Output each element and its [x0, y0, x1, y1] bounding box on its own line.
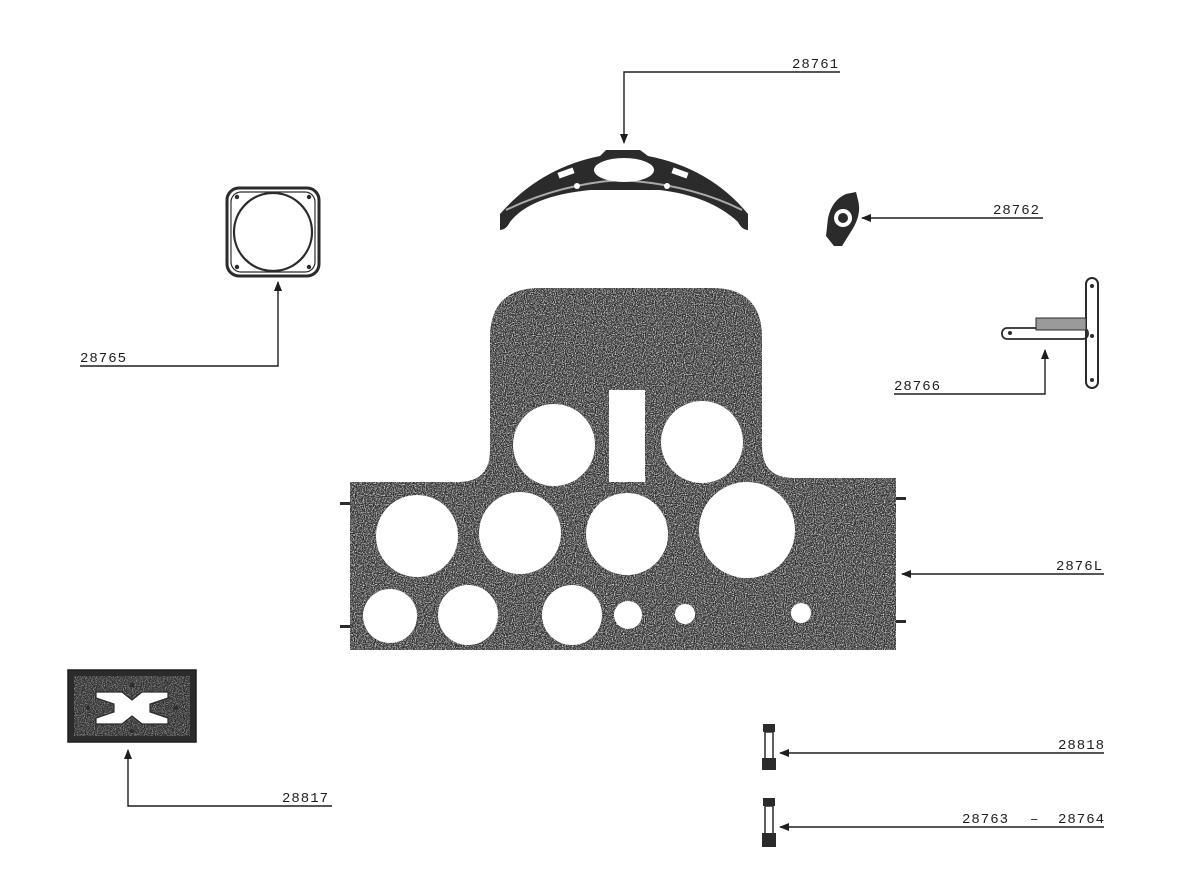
- label-28766: 28766: [894, 379, 941, 395]
- label-28765: 28765: [80, 351, 127, 367]
- label-2876L: 2876L: [1056, 559, 1103, 575]
- panel-studs: [340, 497, 906, 628]
- label-28818: 28818: [1058, 738, 1105, 754]
- square-bezel-part: [225, 186, 321, 278]
- instrument-panel-part: [340, 288, 906, 650]
- t-bracket-part: [1001, 277, 1099, 389]
- short-bolt-part: [762, 724, 776, 770]
- leader-28766: [894, 349, 1049, 395]
- label-28761: 28761: [792, 57, 839, 73]
- label-28762: 28762: [993, 203, 1040, 219]
- support-plate-part: [67, 669, 197, 743]
- long-bolt-part: [762, 798, 776, 847]
- label-28817: 28817: [282, 791, 329, 807]
- leader-28765: [80, 281, 282, 367]
- panel-gauge-holes: [363, 390, 811, 645]
- top-bracket-part: [500, 150, 748, 230]
- leader-28817: [124, 749, 332, 807]
- label-28764: 28764: [1058, 812, 1105, 828]
- label-range-separator: –: [1030, 812, 1039, 828]
- label-28763: 28763: [962, 812, 1009, 828]
- leader-28761: [620, 71, 840, 144]
- small-clamp-part: [826, 192, 860, 246]
